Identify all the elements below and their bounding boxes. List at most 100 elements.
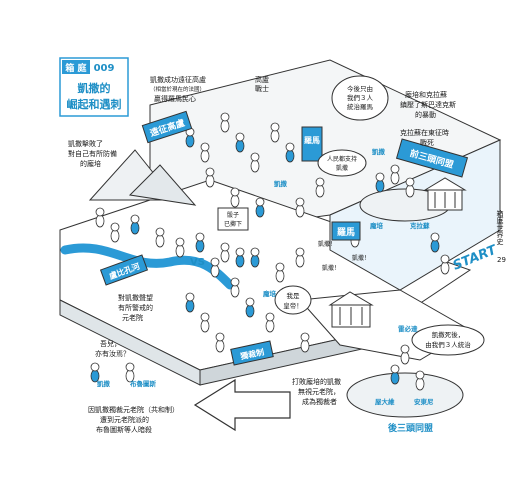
cheer-1: 凱撒！ <box>318 240 336 248</box>
bubble-support-1: 人民都支持 <box>327 155 357 163</box>
caption-ally-3: 的暴動 <box>415 110 436 119</box>
name-caesar-2: 凱撒 <box>274 179 288 188</box>
bubble-rule3: 今後只由 我們３人 統治羅馬 <box>331 75 389 121</box>
soldier-figure <box>215 332 225 353</box>
caption-senate-worry-3: 元老院 <box>122 313 143 322</box>
caption-killed-1: 因凱撒獨裁元老院（共和制） <box>88 405 179 414</box>
sign-rome-2-label: 羅馬 <box>337 227 355 238</box>
soldier-figure <box>230 187 240 208</box>
soldier-figure <box>390 164 400 185</box>
name-pompey-1: 龐培 <box>370 221 384 230</box>
box-title-1: 凱撒的 <box>78 81 111 95</box>
soldier-figure <box>110 222 120 243</box>
bubble-after-1: 凱撒死後， <box>432 330 465 339</box>
caption-brutus: 吾兒， 亦有汝焉？ <box>95 339 130 358</box>
bubble-support: 人民都支持 凱撒 <box>317 149 367 177</box>
sign-rome-label: 羅馬 <box>304 135 320 145</box>
mountain-2 <box>128 164 197 206</box>
soldier-figure <box>155 227 165 248</box>
soldier-figure <box>185 292 195 313</box>
bubble-rule3-2: 我們３人 <box>347 93 374 102</box>
soldier-figure <box>275 262 285 283</box>
caption-pompeius-3: 的龐培 <box>80 159 101 168</box>
soldier-figure <box>285 142 295 163</box>
name-antonius: 安東尼 <box>414 397 434 406</box>
caption-crassus-2: 戰死 <box>420 138 434 147</box>
name-caesar-1: 凱撒 <box>372 147 386 156</box>
caption-gaul-note: （相當於現在的法國） <box>150 85 205 93</box>
caption-won: 打敗龐培的凱撒 無視元老院， 成為獨裁者 <box>292 377 341 406</box>
soldier-figure <box>295 197 305 218</box>
caption-senate-worry-1: 對凱撒聲望 <box>118 293 153 302</box>
caption-killed-3: 布魯圖斯等人暗殺 <box>96 425 152 434</box>
soldier-figure <box>235 247 245 268</box>
bubble-dice: 骰子 已擲下 <box>217 207 249 231</box>
vs-label: VS <box>190 257 205 268</box>
bubble-rule3-1: 今後只由 <box>347 84 373 93</box>
caption-brutus-1: 吾兒， <box>100 339 121 348</box>
senate-building-icon <box>328 291 374 328</box>
sign-first-triumvirate: 前三頭同盟 <box>395 138 469 178</box>
soldier-figure <box>210 257 220 278</box>
soldier-figure <box>235 132 245 153</box>
soldier-figure <box>315 177 325 198</box>
name-brutus: 布魯圖斯 <box>130 379 157 388</box>
soldier-figure <box>255 197 265 218</box>
soldier-figure <box>250 247 260 268</box>
title-box: 箱 庭 009 凱撒的 崛起和遇刺 <box>59 57 129 117</box>
temple-icon <box>423 177 467 211</box>
caption-won-3: 成為獨裁者 <box>302 397 337 406</box>
name-caesar-3: 凱撒 <box>97 379 111 388</box>
caption-brutus-2: 亦有汝焉？ <box>95 349 130 358</box>
bubble-after: 凱撒死後， 由我們３人統治 <box>411 324 485 356</box>
soldier-figure <box>195 232 205 253</box>
soldier-figure <box>220 112 230 133</box>
soldier-figure <box>270 122 280 143</box>
sign-rome-2: 羅馬 <box>331 221 361 241</box>
box-title-2: 崛起和遇刺 <box>67 97 122 111</box>
cheer-2: 凱撒！ <box>352 254 370 262</box>
bubble-emperor-2: 皇帝！ <box>283 301 303 310</box>
cheer-3: 凱撒！ <box>322 264 340 272</box>
soldier-figure <box>265 312 275 333</box>
soldier-figure <box>440 254 450 275</box>
page-number: 29 <box>497 256 506 264</box>
caption-senator-1: 高盧 <box>255 75 269 84</box>
caption-pompeius-2: 對自己有所防備 <box>68 149 117 158</box>
soldier-figure <box>200 312 210 333</box>
platform-second-triumvirate <box>346 372 464 418</box>
caption-ally-2: 鎮壓了斯巴達克斯 <box>400 100 456 109</box>
book-title: 箱庭世界史 <box>496 209 504 246</box>
caption-killed: 因凱撒獨裁元老院（共和制） 遭到元老院派的 布魯圖斯等人暗殺 <box>88 405 179 434</box>
soldier-figure <box>90 362 100 383</box>
soldier-figure <box>220 242 230 263</box>
soldier-figure <box>185 127 195 148</box>
soldier-figure <box>405 177 415 198</box>
soldier-figure <box>400 344 410 365</box>
soldier-figure <box>415 370 425 391</box>
soldier-figure <box>175 237 185 258</box>
direction-arrow <box>193 378 291 432</box>
caption-won-1: 打敗龐培的凱撒 <box>292 377 341 386</box>
soldier-figure <box>295 247 305 268</box>
name-octavian: 屋大維 <box>375 397 395 406</box>
second-triumvirate-title: 後三頭同盟 <box>388 422 433 434</box>
soldier-figure <box>95 207 105 228</box>
name-crassus: 克拉蘇 <box>409 221 430 230</box>
caption-killed-2: 遭到元老院派的 <box>100 415 149 424</box>
caption-ally: 龐培和克拉蘇 鎮壓了斯巴達克斯 的暴動 <box>400 90 456 119</box>
buildings <box>328 177 467 328</box>
soldier-figure <box>125 362 135 383</box>
caption-ally-1: 龐培和克拉蘇 <box>405 90 447 99</box>
caption-senate-worry-2: 有所警戒的 <box>118 303 153 312</box>
soldier-figure <box>375 172 385 193</box>
soldier-figure <box>130 214 140 235</box>
bubble-rule3-3: 統治羅馬 <box>347 102 374 111</box>
sign-rome: 羅馬 <box>301 126 323 162</box>
page-side-tab: 箱庭世界史 29 <box>496 209 506 264</box>
soldier-figure <box>430 232 440 253</box>
box-number: 009 <box>94 63 115 74</box>
soldier-figure <box>200 142 210 163</box>
